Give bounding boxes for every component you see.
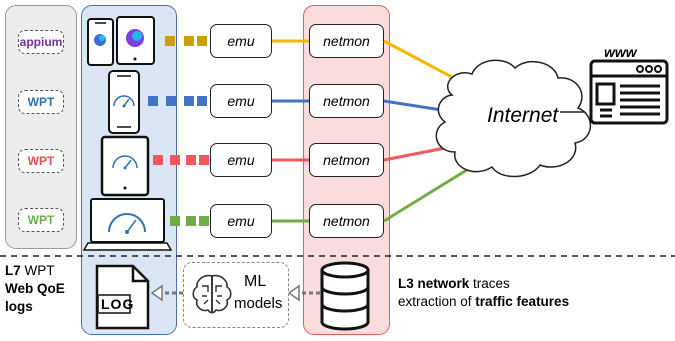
log-document-icon bbox=[95, 264, 150, 330]
database-icon bbox=[320, 261, 370, 331]
ml-models-box: ML models bbox=[183, 262, 289, 328]
connector-squares-row4 bbox=[170, 216, 209, 226]
l3-line2-prefix: extraction of bbox=[398, 294, 476, 309]
l3-line2-bold: traffic features bbox=[475, 294, 570, 309]
tool-wpt-green: WPT bbox=[18, 208, 64, 232]
arrow-ml-to-log bbox=[150, 284, 183, 302]
netmon-box-3: netmon bbox=[309, 143, 384, 177]
netmon-box-1: netmon bbox=[309, 24, 384, 58]
emu-box-2: emu bbox=[210, 84, 272, 118]
laptop-speedometer-icon bbox=[82, 198, 173, 251]
emu-box-4: emu bbox=[210, 204, 272, 238]
browser-window-icon bbox=[589, 59, 669, 125]
tool-wpt-blue: WPT bbox=[18, 90, 64, 114]
brain-icon bbox=[192, 274, 232, 314]
l7-caption: L7 WPT Web QoE logs bbox=[5, 262, 65, 316]
connector-squares-row2 bbox=[148, 96, 207, 106]
log-label: LOG bbox=[101, 296, 135, 312]
link-netmon-internet-1 bbox=[383, 39, 466, 86]
l7-suffix: WPT bbox=[20, 263, 55, 278]
connector-squares-row1 bbox=[165, 36, 207, 46]
tool-wpt-red: WPT bbox=[18, 149, 64, 173]
l7-line2: Web QoE bbox=[5, 281, 65, 296]
tablet-with-browser-icon bbox=[116, 16, 155, 65]
link-netmon-internet-3 bbox=[383, 146, 446, 162]
phone-speedometer-icon bbox=[108, 70, 140, 134]
internet-label: Internet bbox=[487, 104, 559, 127]
l3-caption: L3 network traces extraction of traffic … bbox=[398, 275, 569, 311]
link-netmon-internet-2 bbox=[383, 99, 449, 113]
tablet-speedometer-icon bbox=[100, 135, 150, 197]
connector-squares-row3 bbox=[153, 155, 209, 165]
arrow-db-to-ml bbox=[287, 284, 320, 302]
tool-appium: appium bbox=[18, 30, 64, 54]
link-netmon-internet-4 bbox=[383, 166, 471, 223]
ml-label: ML bbox=[244, 273, 267, 290]
internet-cloud-icon bbox=[435, 59, 592, 178]
emu-box-3: emu bbox=[210, 143, 272, 177]
l3-suffix: traces bbox=[469, 276, 510, 291]
l7-prefix: L7 bbox=[5, 263, 21, 278]
www-label: www bbox=[604, 44, 637, 60]
l3-prefix: L3 network bbox=[398, 276, 470, 291]
models-label: models bbox=[234, 295, 283, 312]
netmon-box-4: netmon bbox=[309, 204, 384, 238]
emu-box-1: emu bbox=[210, 24, 272, 58]
l7-line3: logs bbox=[5, 299, 33, 314]
phone-with-browser-icon bbox=[87, 18, 114, 66]
netmon-box-2: netmon bbox=[309, 84, 384, 118]
